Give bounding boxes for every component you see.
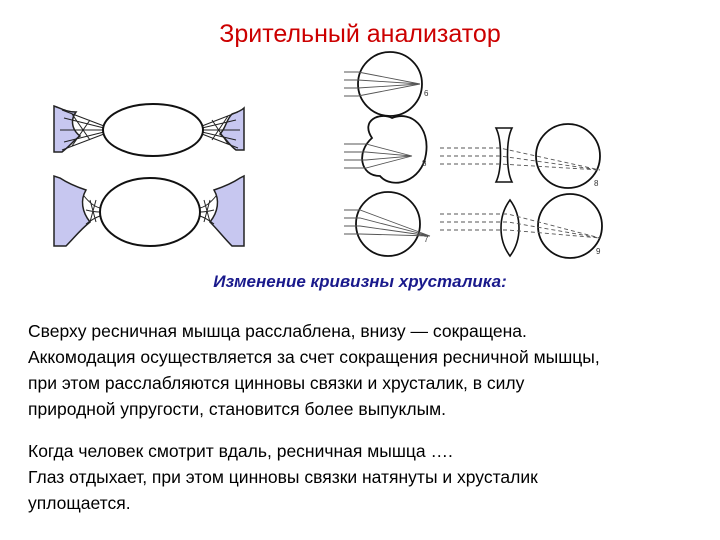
refraction-diagram-8: 8 8 — [344, 115, 601, 189]
figure-caption: Изменение кривизны хрусталика: — [213, 272, 507, 291]
text-line: природной упругости, становится более вы… — [28, 399, 447, 419]
paragraph-accommodation: Сверху ресничная мышца расслаблена, вниз… — [28, 318, 708, 422]
text-line: при этом расслабляются цинновы связки и … — [28, 373, 525, 393]
ciliary-muscle-left-bottom — [53, 174, 92, 247]
ciliary-muscle-right-bottom — [208, 174, 245, 247]
label-9: 9 — [596, 247, 601, 256]
text-line: уплощается. — [28, 493, 131, 513]
paragraph-distance: Когда человек смотрит вдаль, ресничная м… — [28, 438, 708, 516]
text-line: Сверху ресничная мышца расслаблена, вниз… — [28, 321, 527, 341]
ciliary-muscle-left-top — [53, 104, 82, 153]
text-line: Когда человек смотрит вдаль, ресничная м… — [28, 441, 453, 461]
slide-title: Зрительный анализатор — [219, 20, 501, 48]
refraction-diagram-6: 6 — [344, 51, 429, 117]
lens-relaxed-diagram — [53, 103, 245, 157]
lens-flat — [102, 103, 204, 157]
label-8-left: 8 — [422, 159, 427, 168]
lens-convex — [99, 177, 201, 247]
text-line: Аккомодация осуществляется за счет сокра… — [28, 347, 600, 367]
label-7: 7 — [424, 235, 429, 244]
refraction-diagram-7-9: 7 9 — [344, 191, 603, 259]
label-8-right: 8 — [594, 179, 599, 188]
lens-contracted-diagram — [53, 174, 245, 247]
text-line: Глаз отдыхает, при этом цинновы связки н… — [28, 467, 538, 487]
label-6: 6 — [424, 89, 429, 98]
